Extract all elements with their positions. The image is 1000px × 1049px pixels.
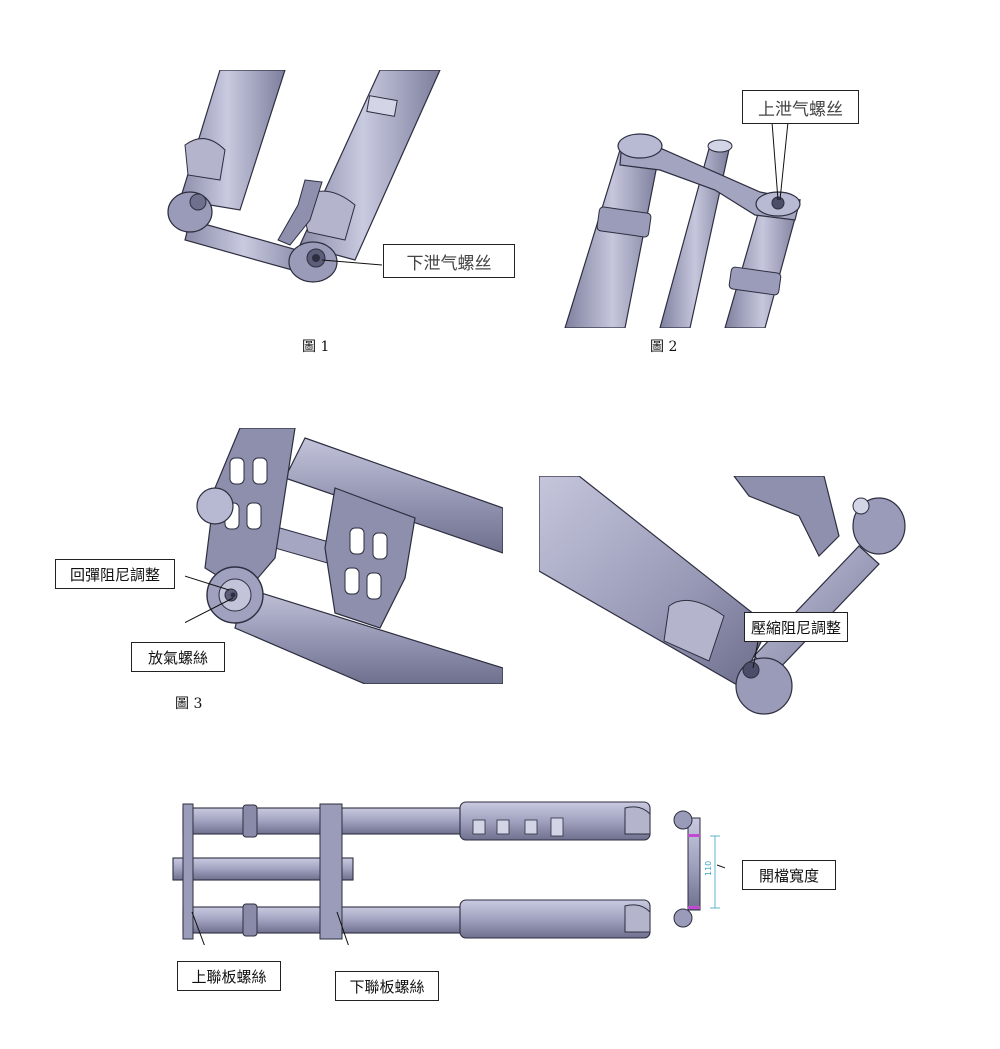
rebound-damping-label: 回彈阻尼調整 xyxy=(55,559,175,589)
figure-2-caption: 圖 2 xyxy=(650,339,678,355)
fig2-leader-line-a xyxy=(771,121,779,201)
left-lower-clamp xyxy=(596,206,652,238)
upper-dropout xyxy=(673,810,693,830)
compression-damping-label: 壓縮阻尼調整 xyxy=(744,612,848,642)
upper-clamp-screw-label: 上聯板螺絲 xyxy=(177,961,281,991)
axle-width-label: 開檔寬度 xyxy=(742,860,836,890)
right-lower-clamp xyxy=(728,266,782,296)
right-leg-label-plate xyxy=(366,95,398,117)
fig5-leader-lower-clamp xyxy=(336,911,349,945)
axle-width-dimension-value: 110 xyxy=(704,861,713,876)
figure-2-panel xyxy=(550,120,830,328)
figure-2-drawing xyxy=(564,121,801,328)
fig2-leader-line-b xyxy=(779,121,789,201)
lower-clamp-screw-label: 下聯板螺絲 xyxy=(335,971,439,1001)
upper-crown xyxy=(182,803,194,940)
lower-dropout xyxy=(673,908,693,928)
brake-mount xyxy=(277,179,323,246)
fig5-leader-upper-clamp xyxy=(191,911,205,945)
upper-tube xyxy=(284,437,503,554)
crown-cutouts xyxy=(224,457,388,600)
caliper-mount xyxy=(733,476,840,558)
top-crown xyxy=(619,139,801,221)
lower-slider xyxy=(459,899,651,939)
figure-4-drawing xyxy=(539,476,906,715)
figure-1-panel xyxy=(150,70,550,330)
fig3-leader-bleed xyxy=(185,597,234,624)
lower-crown xyxy=(319,803,343,940)
fig3-leader-rebound xyxy=(185,575,230,591)
axle xyxy=(687,817,701,911)
steerer-tube xyxy=(172,857,354,881)
bleed-screw-label: 放氣螺絲 xyxy=(131,642,225,672)
figure-5-panel: 110 xyxy=(165,800,725,945)
figure-3-caption: 圖 3 xyxy=(175,696,203,712)
figure-4-panel xyxy=(539,476,919,726)
axle xyxy=(753,545,880,675)
lower-bleed-screw-label: 下泄气螺丝 xyxy=(383,244,515,278)
figure-1-drawing xyxy=(167,70,441,283)
figure-3-drawing xyxy=(185,428,503,684)
lower-leg xyxy=(539,476,770,687)
upper-bleed-screw-label: 上泄气螺丝 xyxy=(742,90,859,124)
figure-5-drawing: 110 xyxy=(172,801,725,945)
left-fork-tube xyxy=(564,149,661,328)
bleed-screw xyxy=(230,592,236,598)
compression-adjuster xyxy=(742,661,760,679)
figure-3-panel xyxy=(185,428,503,684)
figure-1-caption: 圖 1 xyxy=(302,339,330,355)
left-leg-guard xyxy=(184,138,226,181)
left-dropout-bolt xyxy=(189,193,207,211)
fig1-leader-line xyxy=(321,259,383,266)
leg-guard xyxy=(663,599,725,662)
